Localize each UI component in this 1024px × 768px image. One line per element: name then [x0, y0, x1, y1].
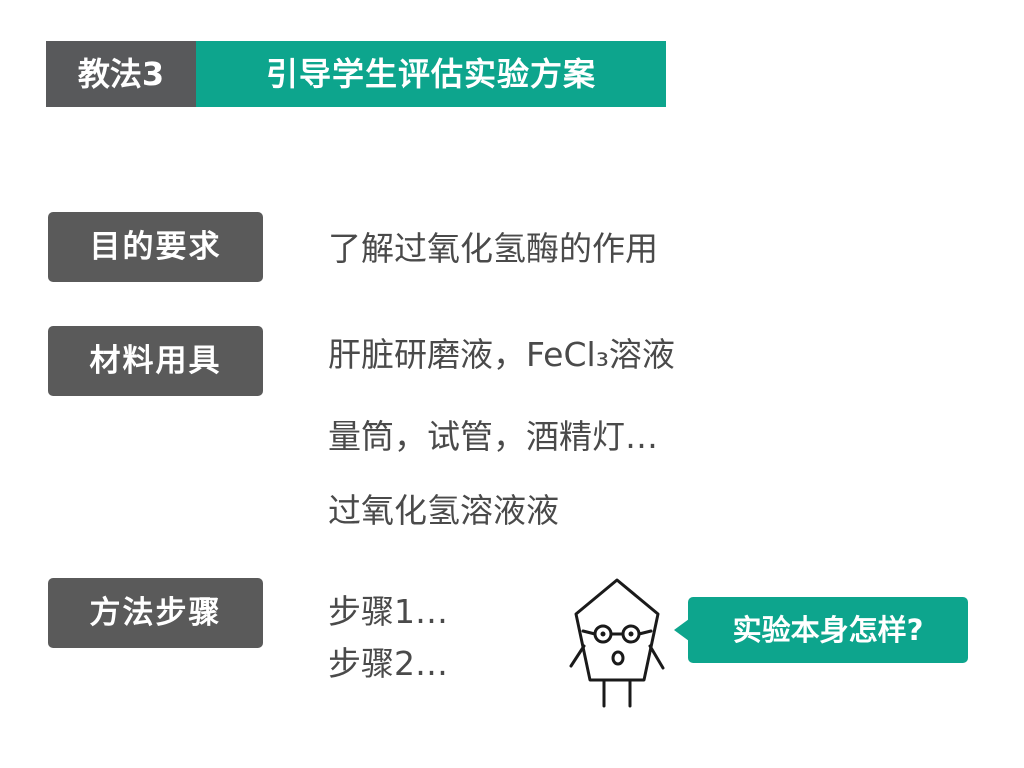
speech-bubble: 实验本身怎样? — [688, 597, 968, 663]
page-title: 引导学生评估实验方案 — [196, 41, 666, 107]
purpose-text: 了解过氧化氢酶的作用 — [328, 229, 658, 268]
step-2: 步骤2… — [328, 644, 448, 683]
steps-label: 方法步骤 — [48, 578, 263, 648]
speech-bubble-tail — [674, 619, 689, 641]
materials-line-1: 肝脏研磨液，FeCl₃溶液 — [328, 335, 675, 374]
materials-label: 材料用具 — [48, 326, 263, 396]
step-1: 步骤1… — [328, 592, 448, 631]
materials-line-3: 过氧化氢溶液液 — [328, 491, 559, 530]
purpose-label: 目的要求 — [48, 212, 263, 282]
pentagon-character-with-glasses-icon — [569, 578, 665, 708]
method-label: 教法3 — [46, 41, 196, 107]
materials-line-2: 量筒，试管，酒精灯… — [328, 417, 658, 456]
